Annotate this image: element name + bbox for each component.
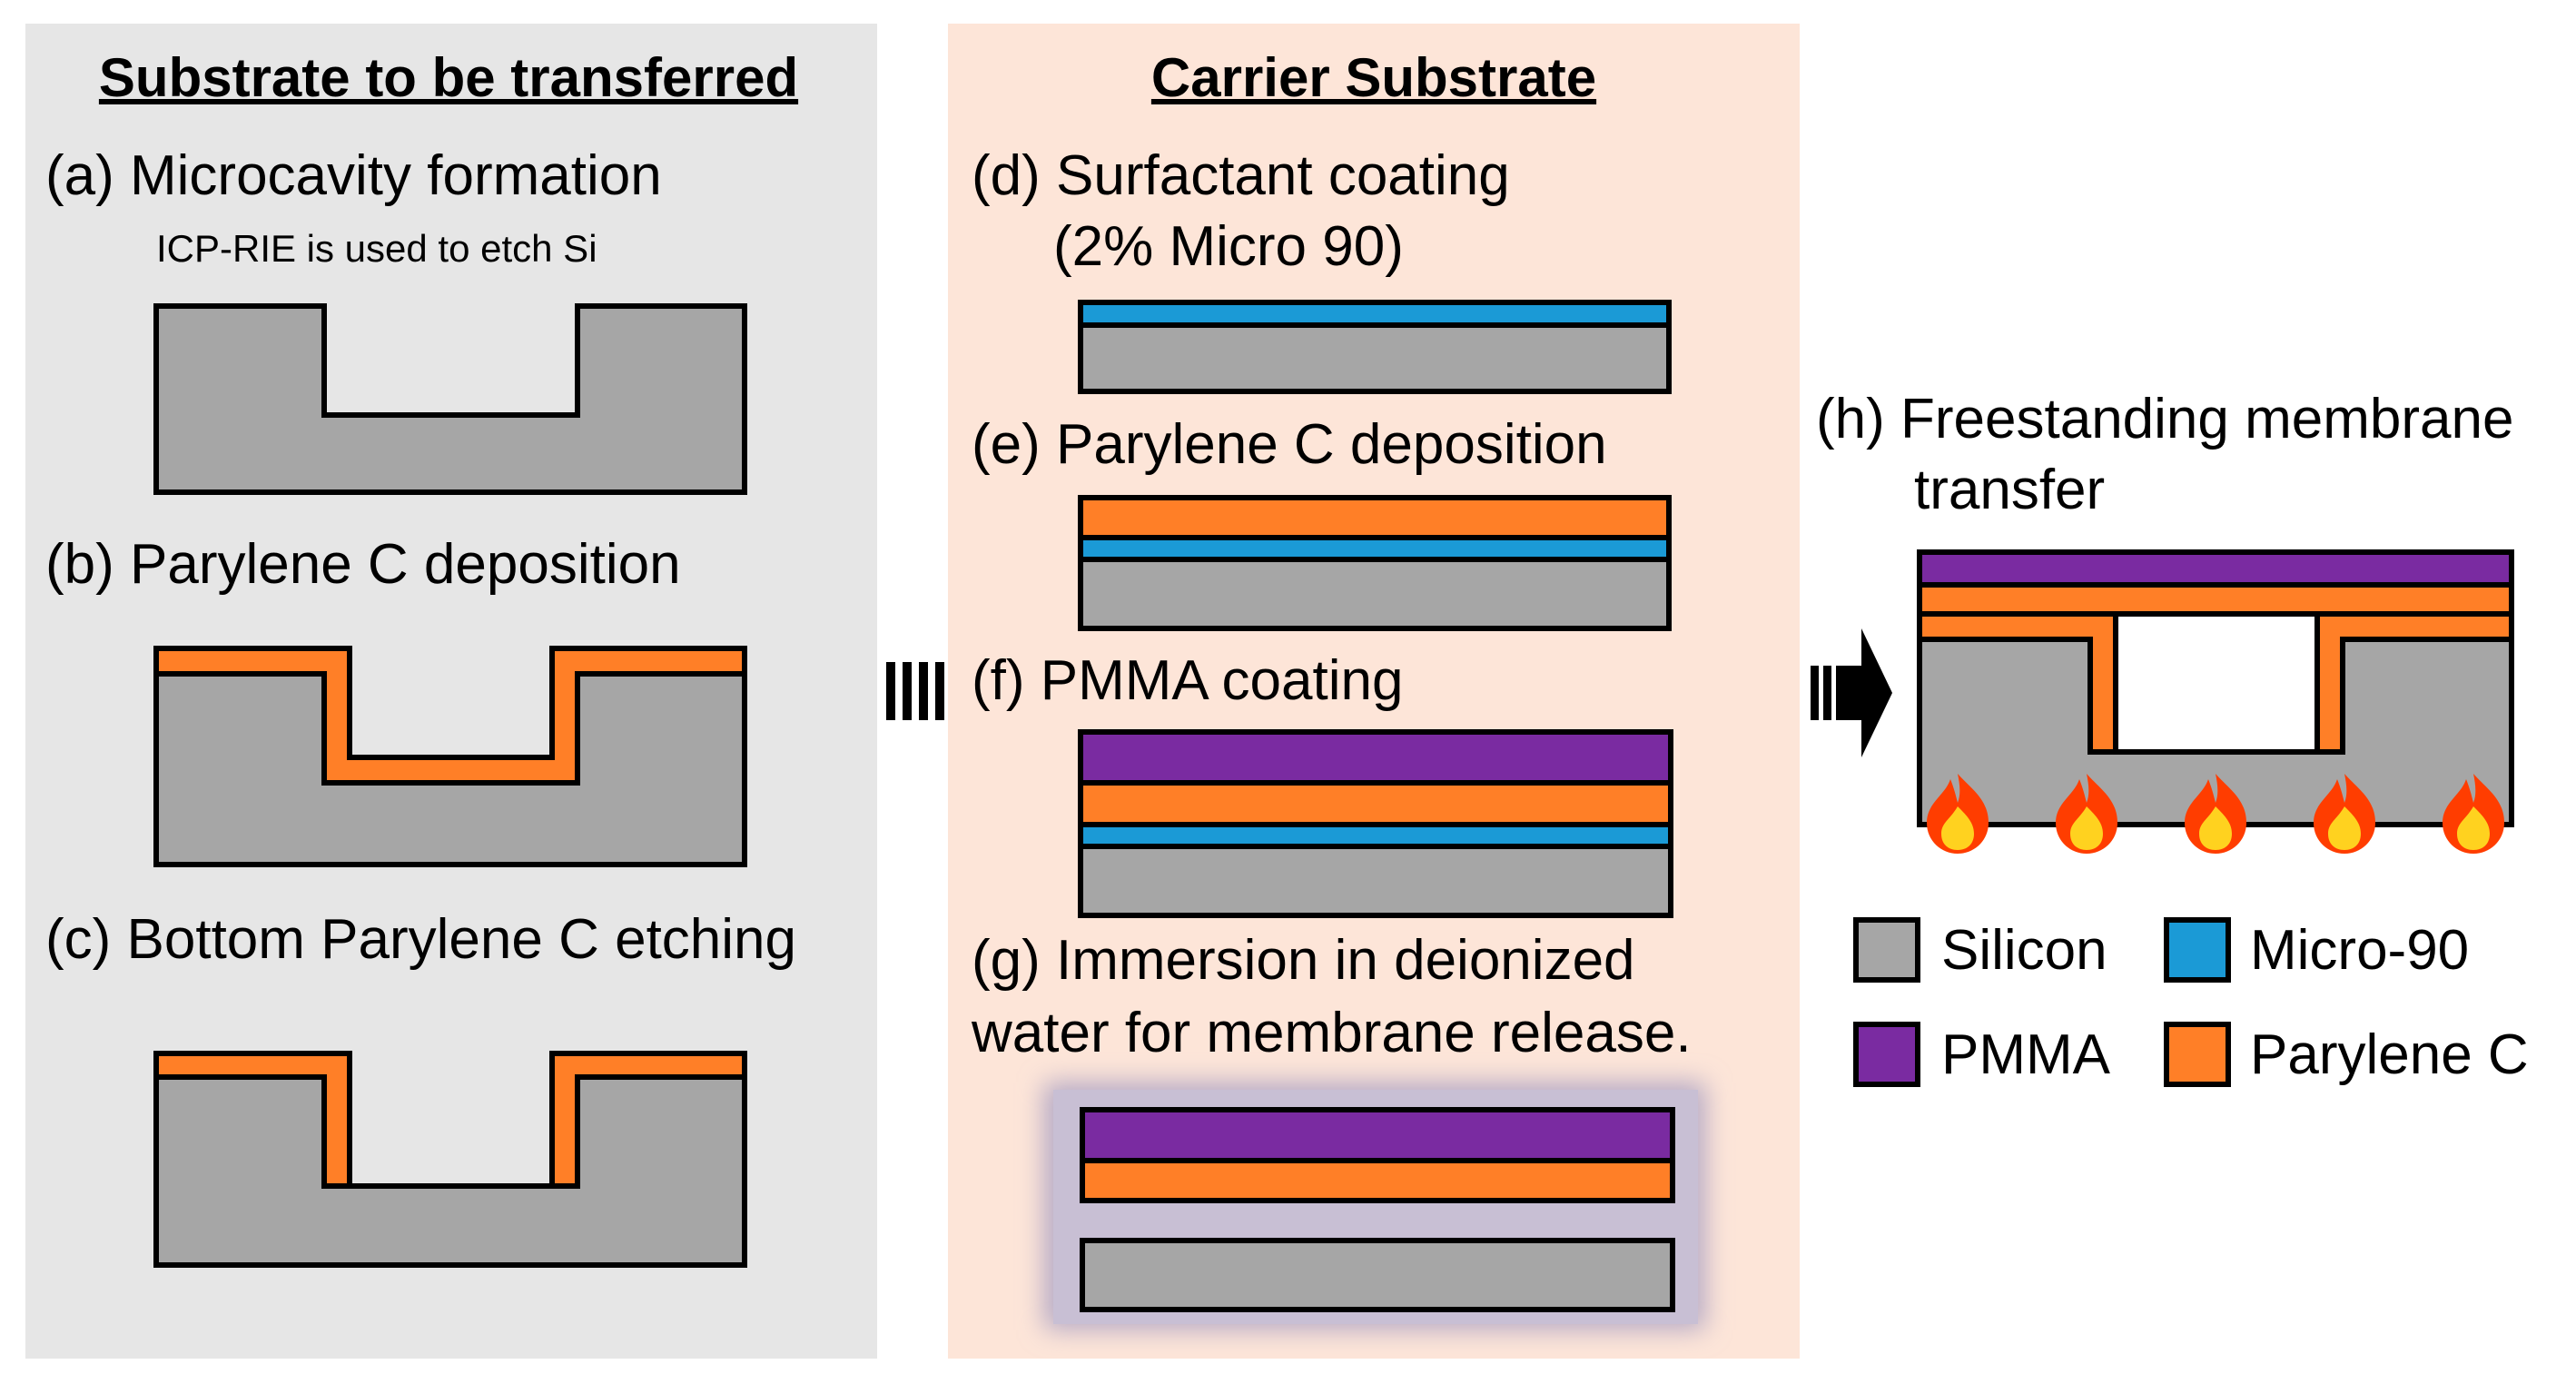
parylene-layer <box>1078 780 1673 827</box>
step-g-cross-section <box>1044 1082 1705 1330</box>
legend-item-micro90: Micro-90 <box>2164 917 2469 983</box>
step-d-label-line2: (2% Micro 90) <box>1053 215 1404 278</box>
parylene-layer-right <box>549 1051 747 1189</box>
parylene-layer-left <box>153 1051 352 1189</box>
step-a-cross-section <box>153 303 747 495</box>
silicon-substrate <box>1078 844 1673 918</box>
step-b-label: (b) Parylene C deposition <box>45 533 681 596</box>
step-h-cross-section <box>1917 549 2514 827</box>
legend-label-silicon: Silicon <box>1941 919 2107 982</box>
micro90-layer <box>1078 535 1672 562</box>
left-panel-title: Substrate to be transferred <box>99 47 798 108</box>
legend-label-pmma: PMMA <box>1941 1023 2111 1086</box>
pmma-layer <box>1078 729 1673 786</box>
silicon-substrate <box>1078 322 1672 394</box>
step-e-label: (e) Parylene C deposition <box>972 413 1607 476</box>
step-f-cross-section <box>1078 729 1673 918</box>
micro90-layer <box>1078 300 1672 328</box>
legend-item-silicon: Silicon <box>1853 917 2107 983</box>
parylene-layer <box>1078 495 1672 540</box>
legend-swatch-parylene <box>2164 1022 2231 1087</box>
legend-swatch-silicon <box>1853 917 1920 983</box>
legend-swatch-micro90 <box>2164 917 2231 983</box>
legend-item-pmma: PMMA <box>1853 1022 2111 1087</box>
step-g-label: (g) Immersion in deionized <box>972 929 1635 992</box>
silicon-substrate <box>153 671 747 867</box>
step-c-label: (c) Bottom Parylene C etching <box>45 908 796 971</box>
step-b-cross-section <box>153 646 747 867</box>
middle-panel-title: Carrier Substrate <box>1151 47 1596 108</box>
left-panel-background <box>25 24 877 1359</box>
step-d-label: (d) Surfactant coating <box>972 144 1510 207</box>
pmma-layer <box>1080 1107 1675 1163</box>
legend: Silicon Micro-90 PMMA Parylene C <box>1853 917 2529 1087</box>
pmma-layer <box>1917 549 2514 588</box>
step-d-cross-section <box>1078 300 1672 394</box>
legend-swatch-pmma <box>1853 1022 1920 1087</box>
silicon-substrate <box>1078 557 1672 631</box>
legend-item-parylene: Parylene C <box>2164 1022 2529 1087</box>
step-h-label-line2: transfer <box>1914 459 2105 521</box>
step-c-cross-section <box>153 1051 747 1268</box>
silicon-substrate <box>1080 1238 1675 1312</box>
parylene-layer <box>1080 1158 1675 1203</box>
step-a-note: ICP-RIE is used to etch Si <box>156 227 597 270</box>
micro90-layer <box>1078 822 1673 849</box>
silicon-substrate <box>153 303 747 495</box>
right-arrow-icon <box>1811 628 1892 757</box>
triple-bar-icon <box>886 662 944 720</box>
legend-label-micro90: Micro-90 <box>2250 919 2469 982</box>
step-f-label: (f) PMMA coating <box>972 649 1403 712</box>
legend-label-parylene: Parylene C <box>2250 1023 2529 1086</box>
step-g-label-line2: water for membrane release. <box>971 1002 1692 1064</box>
step-h-label: (h) Freestanding membrane <box>1816 388 2513 450</box>
step-a-label: (a) Microcavity formation <box>45 144 662 207</box>
cavity <box>2113 611 2320 755</box>
step-e-cross-section <box>1078 495 1672 631</box>
